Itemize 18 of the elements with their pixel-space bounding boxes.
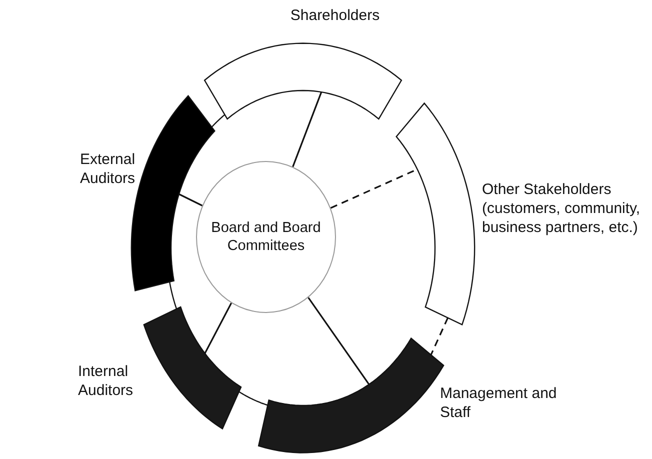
- node-label: Other Stakeholders: [482, 180, 612, 199]
- connector-line: [204, 302, 232, 354]
- connector-line: [292, 92, 322, 168]
- connector-line: [308, 297, 370, 385]
- ring-segment: [204, 42, 402, 120]
- connector-line: [238, 391, 268, 406]
- node-note: (customers, community, business partners, etc.): [482, 199, 642, 237]
- node-label: External Auditors: [80, 150, 136, 188]
- connector-line: [211, 114, 226, 128]
- node-label: Management and Staff: [440, 384, 558, 422]
- node-label: Shareholders: [289, 6, 381, 25]
- ring-segment: [143, 306, 242, 430]
- node-label: Internal Auditors: [78, 362, 134, 400]
- connector-line: [430, 317, 449, 356]
- node-label: Board and Board Committees: [210, 219, 322, 255]
- connector-line: [178, 193, 203, 206]
- ring-segment: [396, 102, 476, 326]
- connector-line: [168, 282, 178, 310]
